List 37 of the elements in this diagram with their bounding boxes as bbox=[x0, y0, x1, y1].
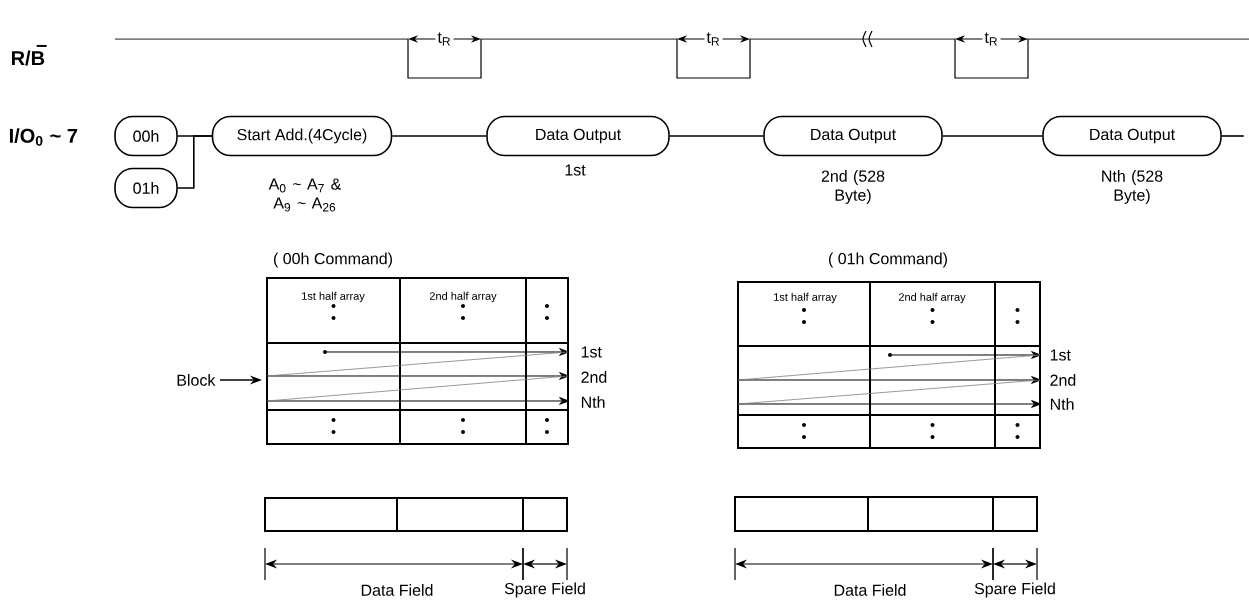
signal-name: I/O$_{0}$ ~ 7 bbox=[9, 128, 78, 146]
row-label: 1st bbox=[1050, 349, 1071, 361]
column-header: 1st half array bbox=[774, 292, 837, 304]
signal-box: Data Output bbox=[1042, 115, 1222, 157]
signal-line bbox=[391, 135, 487, 137]
signal-box: Data Output bbox=[486, 115, 670, 157]
annotation: A$_{0}$ ~ A$_{7}$ & A$_{9}$ ~ A$_{26}$ bbox=[268, 178, 342, 212]
column-header: 2nd half array bbox=[898, 292, 966, 304]
field-label: Data Field bbox=[361, 584, 433, 596]
row-label: 2nd bbox=[1050, 374, 1076, 386]
field-label: Data Field bbox=[834, 584, 906, 596]
field-label: Spare Field bbox=[504, 582, 585, 598]
signal-line bbox=[942, 135, 1043, 137]
array-title: ( 01h Command) bbox=[829, 252, 947, 268]
signal-box: Data Output bbox=[763, 115, 943, 157]
timing-label: t$_{R}$ bbox=[435, 30, 454, 48]
column-header: 2nd half array bbox=[429, 291, 497, 303]
column-header: 1st half array bbox=[302, 291, 365, 303]
array-title: ( 00h Command) bbox=[274, 252, 392, 268]
signal-line bbox=[669, 135, 764, 137]
signal-box: 01h bbox=[114, 167, 178, 209]
row-label: 2nd bbox=[581, 371, 607, 383]
annotation: 1st bbox=[565, 164, 586, 176]
signal-box: 00h bbox=[114, 115, 178, 157]
row-label: Nth bbox=[581, 396, 605, 408]
field-label: Spare Field bbox=[974, 582, 1055, 598]
block-label: Block bbox=[177, 374, 216, 386]
row-label: 1st bbox=[581, 346, 602, 358]
signal-box: Start Add.(4Cycle) bbox=[211, 115, 393, 157]
annotation: 2nd (528 Byte) bbox=[821, 170, 885, 204]
timing-label: t$_{R}$ bbox=[704, 30, 723, 48]
timing-label: t$_{R}$ bbox=[982, 30, 1001, 48]
signal-name: R/B bbox=[11, 44, 48, 66]
signal-line bbox=[177, 135, 213, 189]
signal-line bbox=[1221, 135, 1245, 137]
row-label: Nth bbox=[1050, 398, 1074, 410]
annotation: Nth (528 Byte) bbox=[1102, 170, 1163, 204]
